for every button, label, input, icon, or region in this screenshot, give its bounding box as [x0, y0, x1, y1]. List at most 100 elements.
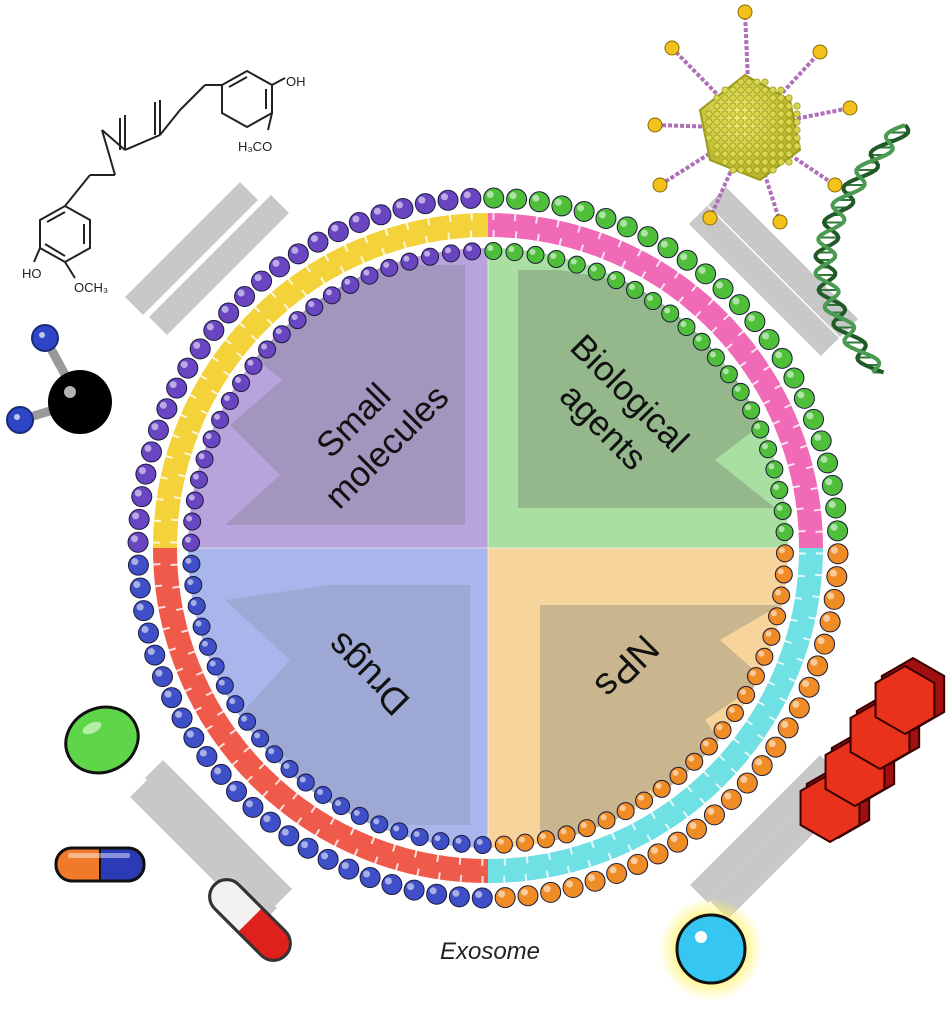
lipid-tail	[447, 232, 452, 247]
lipid-head	[540, 881, 562, 903]
surface-atom	[777, 86, 785, 94]
ligand-chain	[748, 50, 822, 130]
lipid-head-highlight	[521, 888, 529, 896]
lipid-head	[137, 622, 159, 644]
lipid-head	[370, 815, 389, 834]
dna-helix	[813, 123, 911, 375]
lipid-head-highlight	[828, 500, 836, 508]
surface-atom	[793, 102, 801, 110]
lipid-head	[783, 367, 805, 389]
lipid-head-highlight	[577, 204, 585, 212]
surface-atom	[785, 94, 793, 102]
lipid-head-highlight	[550, 253, 557, 259]
surface-atom	[793, 110, 801, 118]
lipid-tail	[413, 843, 420, 858]
lipid-head-highlight	[147, 648, 155, 656]
lipid-head-highlight	[195, 620, 202, 627]
surface-atom	[785, 118, 793, 126]
lipid-head-highlight	[745, 404, 752, 411]
lipid-head	[774, 565, 793, 584]
surface-atom	[793, 134, 801, 142]
surface-atom	[769, 142, 777, 150]
lipid-tail	[656, 283, 666, 296]
lipid-head	[484, 242, 503, 261]
lipid-head	[144, 644, 166, 666]
lipid-head	[166, 377, 188, 399]
surface-atom	[713, 94, 721, 102]
ligand-head	[664, 40, 680, 56]
surface-atom	[777, 150, 785, 158]
surface-atom	[777, 94, 785, 102]
lipid-head	[669, 766, 688, 785]
surface-atom	[737, 78, 745, 86]
lipid-tail	[783, 616, 798, 623]
lipid-tail	[200, 409, 215, 418]
lipid-head	[296, 773, 315, 792]
lipid-tail	[211, 389, 225, 399]
surface-atom	[729, 126, 737, 134]
lipid-head	[441, 244, 460, 263]
lipid-head-highlight	[466, 245, 473, 252]
surface-atom	[777, 158, 785, 166]
lipid-head-highlight	[283, 763, 290, 769]
lipid-head-highlight	[707, 807, 715, 815]
lipid-head-highlight	[722, 368, 729, 375]
lipid-tail	[761, 678, 776, 687]
lipid-head-highlight	[762, 332, 770, 340]
surface-atom	[761, 102, 769, 110]
lipid-head	[198, 637, 217, 656]
lipid-head	[737, 685, 756, 704]
lipid-head-highlight	[254, 732, 261, 739]
lipid-head	[203, 319, 225, 341]
lipid-head	[765, 460, 784, 479]
lipid-head-highlight	[325, 289, 332, 296]
lipid-head-highlight	[317, 788, 323, 795]
lipid-tail	[266, 318, 278, 330]
lipid-head	[156, 398, 178, 420]
lipid-head-highlight	[198, 453, 205, 460]
lipid-head-highlight	[363, 870, 371, 878]
surface-atom	[721, 126, 729, 134]
lipid-head	[210, 763, 232, 785]
lipid-tail	[292, 787, 303, 800]
surface-atom	[745, 110, 753, 118]
surface-atom	[721, 110, 729, 118]
surface-atom	[785, 158, 793, 166]
surface-atom	[761, 78, 769, 86]
lipid-head	[810, 430, 832, 452]
lipid-head-highlight	[619, 805, 626, 812]
lipid-head	[280, 759, 299, 778]
lipid-head	[644, 292, 663, 311]
lipid-head-highlight	[159, 401, 167, 409]
lipid-head	[288, 311, 307, 330]
lipid-head	[131, 486, 153, 508]
lipid-tail	[469, 230, 473, 245]
lipid-head-highlight	[164, 690, 172, 698]
lipid-head	[127, 531, 149, 553]
surface-atom	[777, 110, 785, 118]
lipid-head	[736, 772, 758, 794]
white-red-pill	[208, 878, 292, 962]
lipid-tail	[756, 399, 771, 408]
surface-atom	[753, 86, 761, 94]
lipid-head	[825, 497, 847, 519]
lipid-head	[327, 221, 349, 243]
lipid-head	[765, 736, 787, 758]
lipid-head	[703, 804, 725, 826]
lipid-tail	[381, 247, 388, 262]
lipid-tail	[392, 837, 399, 852]
lipid-head-highlight	[407, 883, 415, 891]
prism-face	[874, 664, 936, 736]
lipid-head	[414, 193, 436, 215]
lipid-head-highlight	[199, 749, 207, 757]
lipid-head	[526, 245, 545, 264]
surface-atom	[761, 94, 769, 102]
surface-atom	[777, 118, 785, 126]
red-prism-stack	[799, 656, 946, 844]
surface-atom	[737, 134, 745, 142]
lipid-head-highlight	[434, 835, 441, 842]
lipid-tail	[173, 496, 189, 501]
lipid-tail	[339, 265, 348, 280]
lipid-head	[238, 712, 257, 731]
lipid-tail	[184, 452, 199, 459]
